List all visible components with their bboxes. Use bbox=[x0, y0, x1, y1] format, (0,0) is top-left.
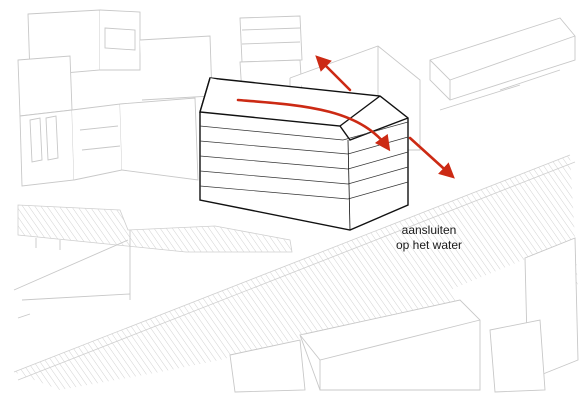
annotation-label: aansluiten bbox=[402, 223, 457, 237]
diagonal-arrow bbox=[315, 55, 352, 92]
diagonal-arrow bbox=[408, 136, 455, 179]
proposed-building bbox=[199, 77, 409, 231]
annotation-label: op het water bbox=[396, 238, 462, 252]
curved-arrow bbox=[236, 98, 391, 152]
water-area bbox=[13, 154, 578, 390]
movement-arrows bbox=[236, 55, 455, 179]
